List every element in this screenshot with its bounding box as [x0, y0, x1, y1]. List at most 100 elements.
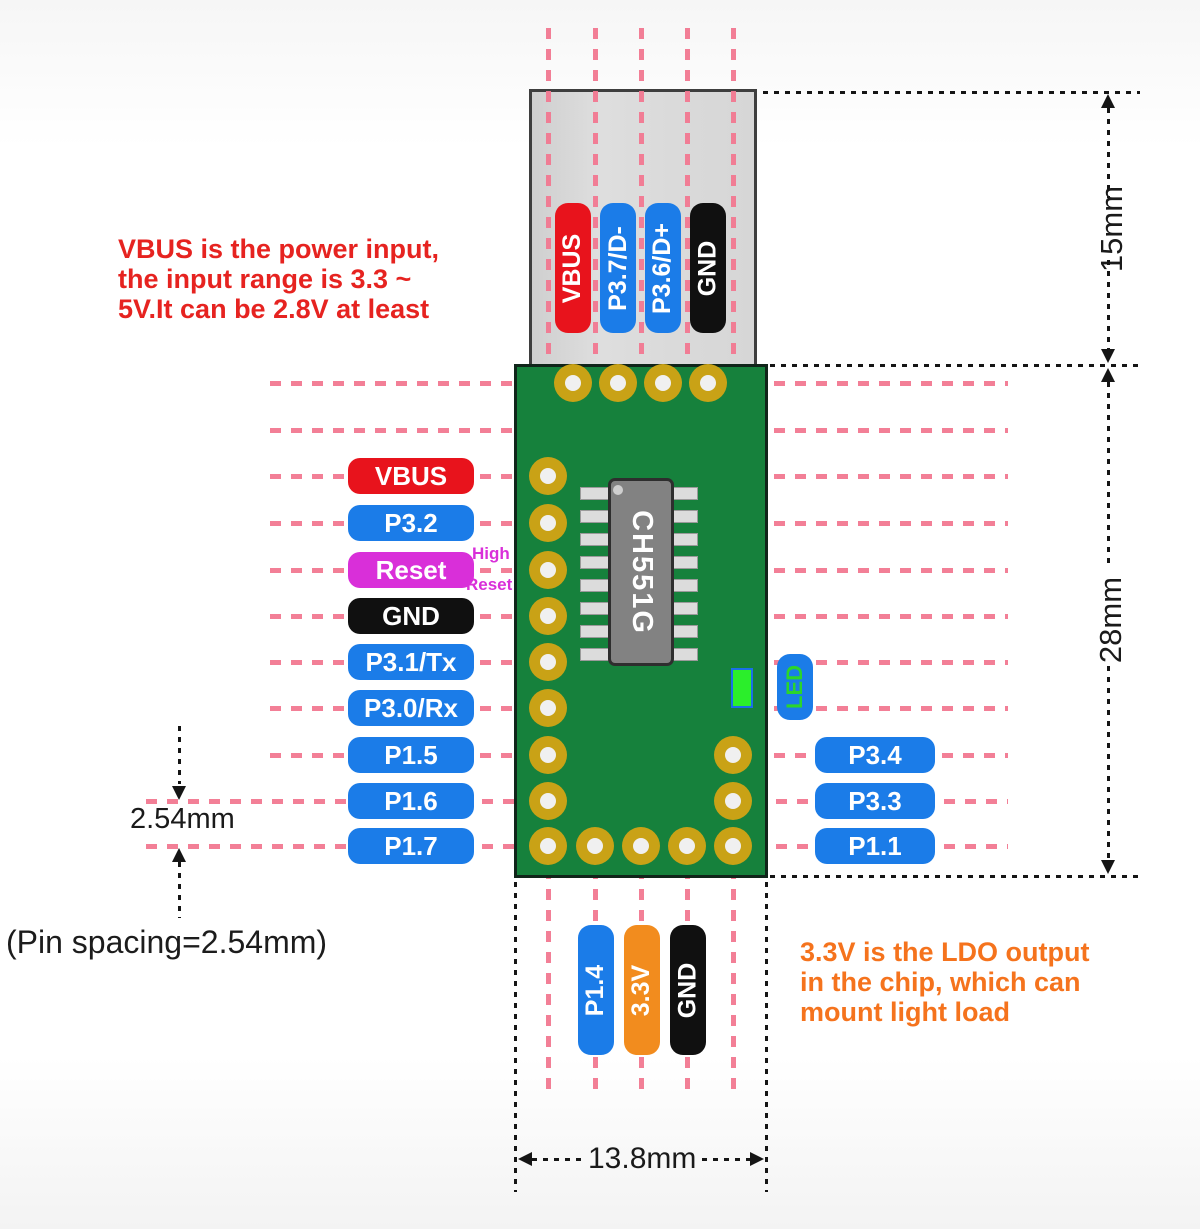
- arrow-138mm-right: [750, 1152, 764, 1166]
- chip-ch551g: CH551G: [608, 478, 674, 666]
- pad-hole: [540, 608, 556, 624]
- chip-lead-left-8: [580, 648, 610, 661]
- solder-pad: [668, 827, 706, 865]
- pin-label-left-P3.2: P3.2: [348, 505, 474, 541]
- solder-pad: [529, 736, 567, 774]
- solder-pad: [554, 364, 592, 402]
- pad-hole: [540, 838, 556, 854]
- vbus-note-line3: 5V.It can be 2.8V at least: [118, 294, 430, 324]
- pin-label-text: P1.1: [848, 830, 902, 861]
- pad-hole: [540, 515, 556, 531]
- dim-line-usb-top: [763, 91, 1140, 94]
- ldo-note-line2: in the chip, which can: [800, 967, 1081, 997]
- pin-label-left-P1.7: P1.7: [348, 828, 474, 864]
- pin-label-text: GND: [382, 600, 440, 631]
- solder-pad: [529, 597, 567, 635]
- pin-label-text: P1.7: [384, 830, 438, 861]
- pin-spacing-note: (Pin spacing=2.54mm): [6, 924, 328, 960]
- pin-label-text: VBUS: [558, 233, 587, 303]
- dim-15mm-line-b: [1107, 260, 1110, 350]
- pin-label-right-P3.3: P3.3: [815, 783, 935, 819]
- ldo-note: 3.3V is the LDO output in the chip, whic…: [800, 937, 1090, 1027]
- pin-label-text: P3.4: [848, 739, 902, 770]
- solder-pad: [529, 782, 567, 820]
- chip-lead-left-3: [580, 533, 610, 546]
- dim-138mm-label: 13.8mm: [588, 1142, 697, 1175]
- dim-28mm-line-b: [1107, 666, 1110, 860]
- pin-label-left-P3.0/Rx: P3.0/Rx: [348, 690, 474, 726]
- dim-pitch-line-a: [178, 726, 181, 784]
- arrow-138mm-left: [518, 1152, 532, 1166]
- chip-lead-left-7: [580, 625, 610, 638]
- pin-label-bottom-P1.4: P1.4: [578, 925, 614, 1055]
- chip-label: CH551G: [625, 509, 658, 635]
- solder-pad: [529, 827, 567, 865]
- dim-138mm-dash-left: [532, 1158, 582, 1161]
- led-label: LED: [782, 665, 807, 709]
- pad-hole: [610, 375, 626, 391]
- pad-hole: [540, 562, 556, 578]
- vbus-note: VBUS is the power input, the input range…: [118, 234, 439, 324]
- solder-pad: [576, 827, 614, 865]
- reset-hint-high: High: [472, 544, 510, 563]
- pad-hole: [540, 793, 556, 809]
- pad-hole: [700, 375, 716, 391]
- pin-label-text: P3.6/D+: [648, 222, 677, 314]
- dim-138mm-dash-right: [702, 1158, 750, 1161]
- pin-label-bottom-GND: GND: [670, 925, 706, 1055]
- solder-pad: [644, 364, 682, 402]
- pin-label-text: P3.2: [384, 507, 438, 538]
- solder-pad: [714, 736, 752, 774]
- solder-pad: [714, 782, 752, 820]
- pad-hole: [540, 700, 556, 716]
- pin-label-usb-P3.7/D-: P3.7/D-: [600, 203, 636, 333]
- dim-line-board-bottom: [770, 875, 1140, 878]
- solder-pad: [529, 504, 567, 542]
- dim-pitch-label: 2.54mm: [130, 803, 235, 835]
- solder-pad: [529, 551, 567, 589]
- arrow-28mm-bottom: [1101, 860, 1115, 874]
- dim-28mm-line-a: [1107, 382, 1110, 568]
- solder-pad: [529, 689, 567, 727]
- led-label-pill: LED: [777, 654, 813, 720]
- pin-label-text: P1.5: [384, 739, 438, 770]
- chip-lead-left-1: [580, 487, 610, 500]
- pad-hole: [725, 747, 741, 763]
- arrow-15mm-top: [1101, 94, 1115, 108]
- arrow-pitch-down: [172, 786, 186, 800]
- chip-lead-left-4: [580, 556, 610, 569]
- pad-hole: [565, 375, 581, 391]
- pad-hole: [679, 838, 695, 854]
- solder-pad: [622, 827, 660, 865]
- pad-hole: [725, 838, 741, 854]
- dim-15mm-label: 15mm: [1094, 185, 1130, 273]
- pin-label-text: GND: [693, 240, 722, 296]
- chip-lead-left-6: [580, 602, 610, 615]
- dim-width-line-right: [765, 882, 768, 1192]
- pin-label-text: P3.7/D-: [603, 225, 632, 311]
- pin-label-usb-GND: GND: [690, 203, 726, 333]
- pad-hole: [655, 375, 671, 391]
- pin-label-text: P3.0/Rx: [364, 692, 458, 723]
- pin-label-text: P1.6: [384, 785, 438, 816]
- led-component: [731, 668, 753, 708]
- pad-hole: [587, 838, 603, 854]
- pin-label-usb-VBUS: VBUS: [555, 203, 591, 333]
- pin-label-right-P1.1: P1.1: [815, 828, 935, 864]
- pin-label-text: P1.4: [581, 964, 610, 1016]
- pin-label-left-P3.1/Tx: P3.1/Tx: [348, 644, 474, 680]
- pad-hole: [540, 654, 556, 670]
- solder-pad: [689, 364, 727, 402]
- dim-width-line-left: [514, 882, 517, 1192]
- dim-28mm-label: 28mm: [1093, 576, 1129, 664]
- pin-label-left-P1.6: P1.6: [348, 783, 474, 819]
- pad-hole: [725, 793, 741, 809]
- pin-label-usb-P3.6/D+: P3.6/D+: [645, 203, 681, 333]
- arrow-pitch-up: [172, 848, 186, 862]
- chip-lead-left-5: [580, 579, 610, 592]
- arrow-28mm-top: [1101, 368, 1115, 382]
- dim-line-board-top: [770, 364, 1140, 367]
- ldo-note-line1: 3.3V is the LDO output: [800, 937, 1090, 967]
- pin-label-left-P1.5: P1.5: [348, 737, 474, 773]
